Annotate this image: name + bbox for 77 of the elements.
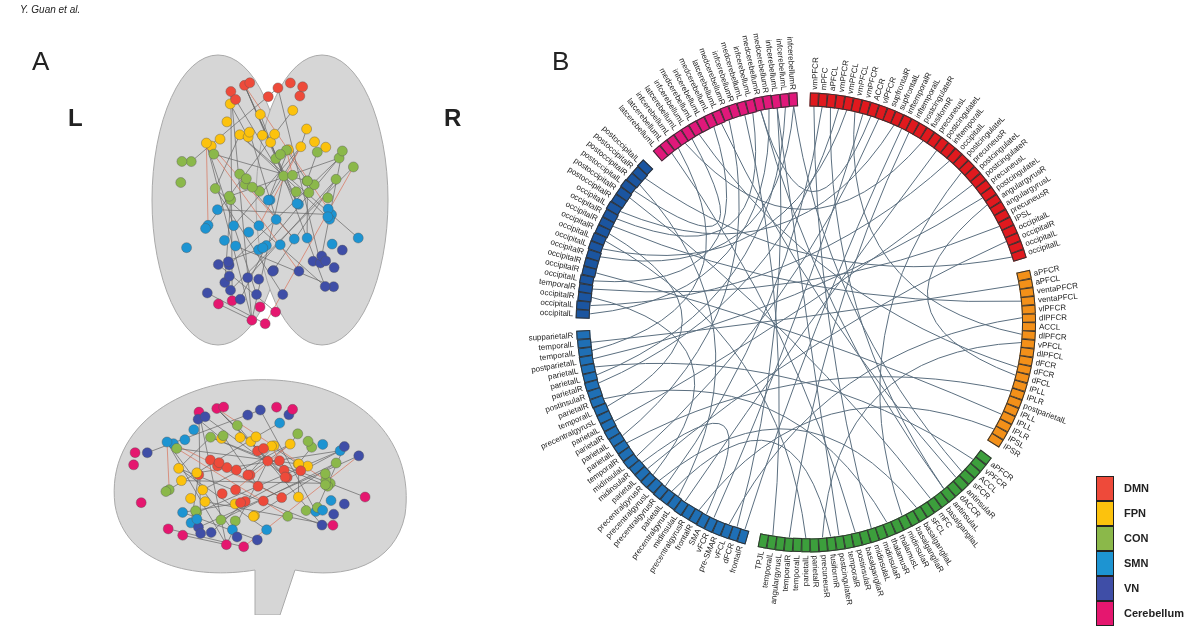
chord-link bbox=[788, 131, 910, 538]
chord-link bbox=[590, 284, 1020, 343]
chord-link bbox=[698, 133, 1018, 368]
chord-link bbox=[636, 118, 880, 457]
chord-link bbox=[603, 389, 888, 523]
region-label: dlPFCR bbox=[1038, 312, 1068, 322]
legend-label: CON bbox=[1124, 531, 1149, 547]
region-label: occipitalL bbox=[540, 297, 574, 309]
chord-link bbox=[821, 342, 1022, 538]
panel-letter: B bbox=[552, 45, 570, 78]
chord-link bbox=[628, 197, 931, 500]
chord-link bbox=[658, 428, 917, 509]
chord-link bbox=[639, 183, 717, 497]
chord-link bbox=[744, 127, 903, 530]
chord-link bbox=[698, 406, 995, 511]
region-label: TPJL bbox=[753, 549, 766, 570]
chord-link bbox=[621, 119, 740, 437]
hemisphere-letter: L bbox=[68, 103, 83, 133]
chord-link bbox=[598, 108, 840, 384]
region-label: ACCL bbox=[1038, 321, 1061, 332]
chord-link bbox=[626, 376, 1012, 444]
legend-label: Cerebellum bbox=[1124, 606, 1184, 622]
chord-link bbox=[793, 105, 963, 473]
chord-link bbox=[592, 197, 984, 360]
chord-link bbox=[611, 225, 1022, 303]
legend-label: FPN bbox=[1124, 506, 1146, 522]
region-label: vPFCL bbox=[1037, 339, 1063, 351]
chord-link bbox=[776, 107, 840, 536]
chord-link bbox=[613, 184, 974, 422]
chord-link bbox=[664, 106, 823, 487]
chord-link bbox=[927, 204, 1016, 376]
hemisphere-letter: R bbox=[444, 103, 462, 133]
region-label: occipitalL bbox=[539, 307, 574, 318]
chord-link bbox=[590, 160, 951, 307]
chord-link bbox=[671, 152, 856, 533]
chord-link bbox=[594, 362, 974, 460]
chord-link bbox=[591, 147, 707, 352]
chord-link bbox=[647, 240, 1007, 470]
chord-link bbox=[744, 114, 780, 536]
region-label: vlPFCR bbox=[1038, 302, 1067, 313]
chord-link bbox=[593, 126, 728, 283]
chord-link bbox=[595, 272, 1002, 415]
region-label: temporalL bbox=[791, 554, 802, 591]
chord-link bbox=[602, 109, 848, 256]
chord-link bbox=[720, 122, 957, 478]
region-label: dlPFCR bbox=[1038, 330, 1067, 342]
region-label: supparietalR bbox=[528, 330, 574, 342]
region-label: aPFCL bbox=[827, 65, 840, 91]
legend-label: VN bbox=[1124, 581, 1140, 597]
chord-link bbox=[590, 296, 695, 476]
legend-label: DMN bbox=[1124, 481, 1150, 497]
region-label: vmPFCR bbox=[810, 56, 821, 90]
author-header: Y. Guan et al. bbox=[20, 3, 81, 17]
chord-link bbox=[853, 111, 1023, 335]
chord-link bbox=[596, 106, 786, 376]
chord-link bbox=[728, 317, 1023, 525]
chord-link bbox=[760, 110, 945, 489]
chord-link bbox=[813, 105, 872, 529]
chord-link bbox=[605, 240, 807, 539]
chord-link bbox=[684, 140, 924, 210]
chord-link bbox=[641, 422, 730, 515]
chord-link bbox=[633, 138, 721, 227]
chord-link bbox=[879, 171, 963, 517]
chord-link bbox=[671, 439, 832, 538]
region-label: parietalL bbox=[801, 555, 811, 586]
chord-link bbox=[644, 177, 1013, 268]
chord-link bbox=[606, 233, 683, 407]
chord-link bbox=[592, 225, 1001, 293]
legend-label: SMN bbox=[1124, 556, 1149, 572]
chord-link bbox=[713, 113, 864, 518]
chord-link bbox=[684, 149, 938, 502]
chord-link bbox=[615, 112, 756, 237]
region-label: mPFC bbox=[819, 66, 830, 90]
chord-link bbox=[619, 124, 895, 235]
panel-letter: A bbox=[32, 45, 50, 78]
region-label: parietalR bbox=[810, 554, 821, 587]
chord-link bbox=[589, 108, 770, 315]
